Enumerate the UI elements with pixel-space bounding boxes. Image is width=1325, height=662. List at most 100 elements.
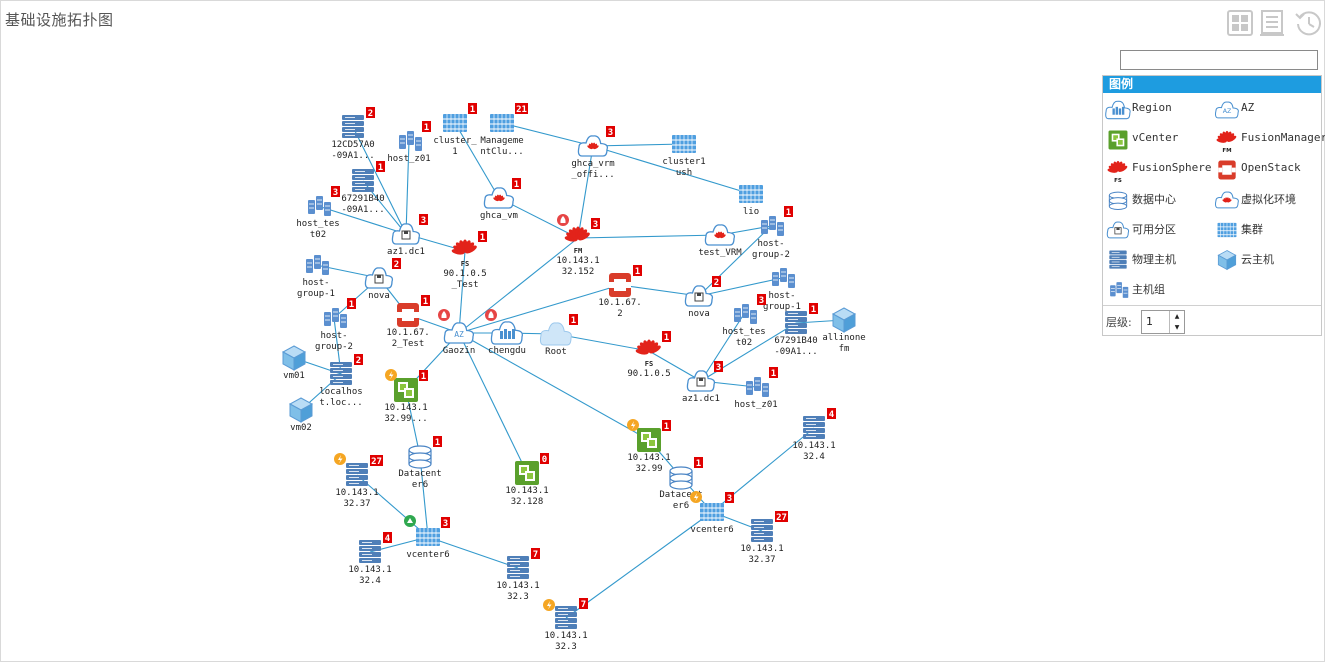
node-label: nova [368,291,390,301]
badge-count: 1 [423,297,428,307]
topology-node-cluster1[interactable]: cluster_11 [433,103,477,157]
node-label: 10.143.1 [496,581,539,591]
edge-az1dc1_b-host_test02b [700,313,745,382]
topology-node-hg2b[interactable]: host-group-21 [752,206,793,260]
topology-node-ghca_vrm_offi[interactable]: ghca_vrm_offi...3 [571,126,615,180]
layout-grid-icon[interactable] [1226,9,1254,37]
node-label: vcenter6 [406,550,449,560]
level-stepper[interactable]: 1 ▲ ▼ [1141,310,1185,334]
count-badge: 1 [633,265,642,277]
badge-count: 2 [356,356,361,366]
topology-node-h67291b[interactable]: 67291B40-09A1...1 [774,303,818,357]
vz-icon [686,370,716,392]
search-input[interactable] [1120,50,1318,70]
topology-node-hg1b[interactable]: host-group-1 [763,268,801,312]
level-increment-button[interactable]: ▲ [1174,313,1180,320]
topology-node-vm02[interactable]: vm02 [288,397,314,433]
node-label: 2 [617,309,622,319]
node-label: -09A1... [774,347,817,357]
node-label: 10.1.67. [386,328,429,338]
topology-node-hg2a[interactable]: host-group-21 [315,298,356,352]
topology-node-h3b[interactable]: 10.143.132.37 [544,598,588,652]
fusionmanager-icon: FM [564,226,590,255]
history-icon[interactable] [1293,9,1321,37]
badge-count: 3 [759,296,764,306]
legend-label: 集群 [1241,223,1263,236]
node-label: host_tes [296,219,339,229]
vcenter-icon [515,461,539,485]
count-badge: 3 [591,218,600,230]
hostgroup-icon [761,216,784,236]
edge-gaozin-os_2 [458,284,621,334]
level-value[interactable]: 1 [1146,315,1153,328]
node-label: host_tes [722,327,765,337]
topology-node-vc_99b[interactable]: 10.143.132.991 [627,420,671,474]
virt-icon [577,135,609,157]
topology-node-h3a[interactable]: 10.143.132.37 [496,548,540,602]
topology-node-vc_99a[interactable]: 10.143.132.99...1 [384,370,428,424]
vcenter-icon [637,428,661,452]
node-label: 10.143.1 [792,441,835,451]
node-label: 32.99... [384,414,427,424]
topology-node-h67291a[interactable]: 67291B40-09A1...1 [341,161,385,215]
node-label: az1.dc1 [387,247,425,257]
topology-node-os_2[interactable]: 10.1.67.21 [598,265,642,319]
topology-node-hg1a[interactable]: host-group-1 [297,255,335,299]
badge-count: 1 [470,105,475,115]
topology-node-test_vrm[interactable]: test_VRM [698,224,742,258]
node-label: vm02 [290,423,312,433]
topology-node-chengdu[interactable]: chengdu [488,321,526,356]
topology-node-vm01[interactable]: vm01 [281,345,307,381]
badge-count: 0 [542,455,547,465]
count-badge: 1 [769,367,778,379]
report-icon[interactable] [1258,9,1286,37]
cloud-host-icon [1217,250,1237,271]
badge-count: 27 [371,457,382,467]
node-label: test_VRM [698,248,742,258]
node-label: group-2 [752,250,790,260]
hostgroup-icon [324,308,347,328]
power-status-icon [627,419,639,431]
edge-ghca_vrm_offi-management [501,122,594,147]
node-label: az1.dc1 [682,394,720,404]
level-decrement-button[interactable]: ▼ [1174,324,1180,331]
topology-node-h4b[interactable]: 10.143.132.44 [792,408,836,462]
badge-count: 27 [776,513,787,523]
topology-node-ghca_vm[interactable]: ghca_vm1 [480,178,521,221]
node-label: ghca_vm [480,211,518,221]
hostgroup-icon [308,196,331,216]
topology-node-lio[interactable]: lio [739,185,763,217]
legend-item: 主机组 [1105,277,1213,303]
topology-node-h4a[interactable]: 10.143.132.44 [348,532,392,586]
topology-node-h12cd[interactable]: 12CD57A0-09A1...2 [331,107,375,161]
legend-item: 物理主机 [1105,247,1213,273]
